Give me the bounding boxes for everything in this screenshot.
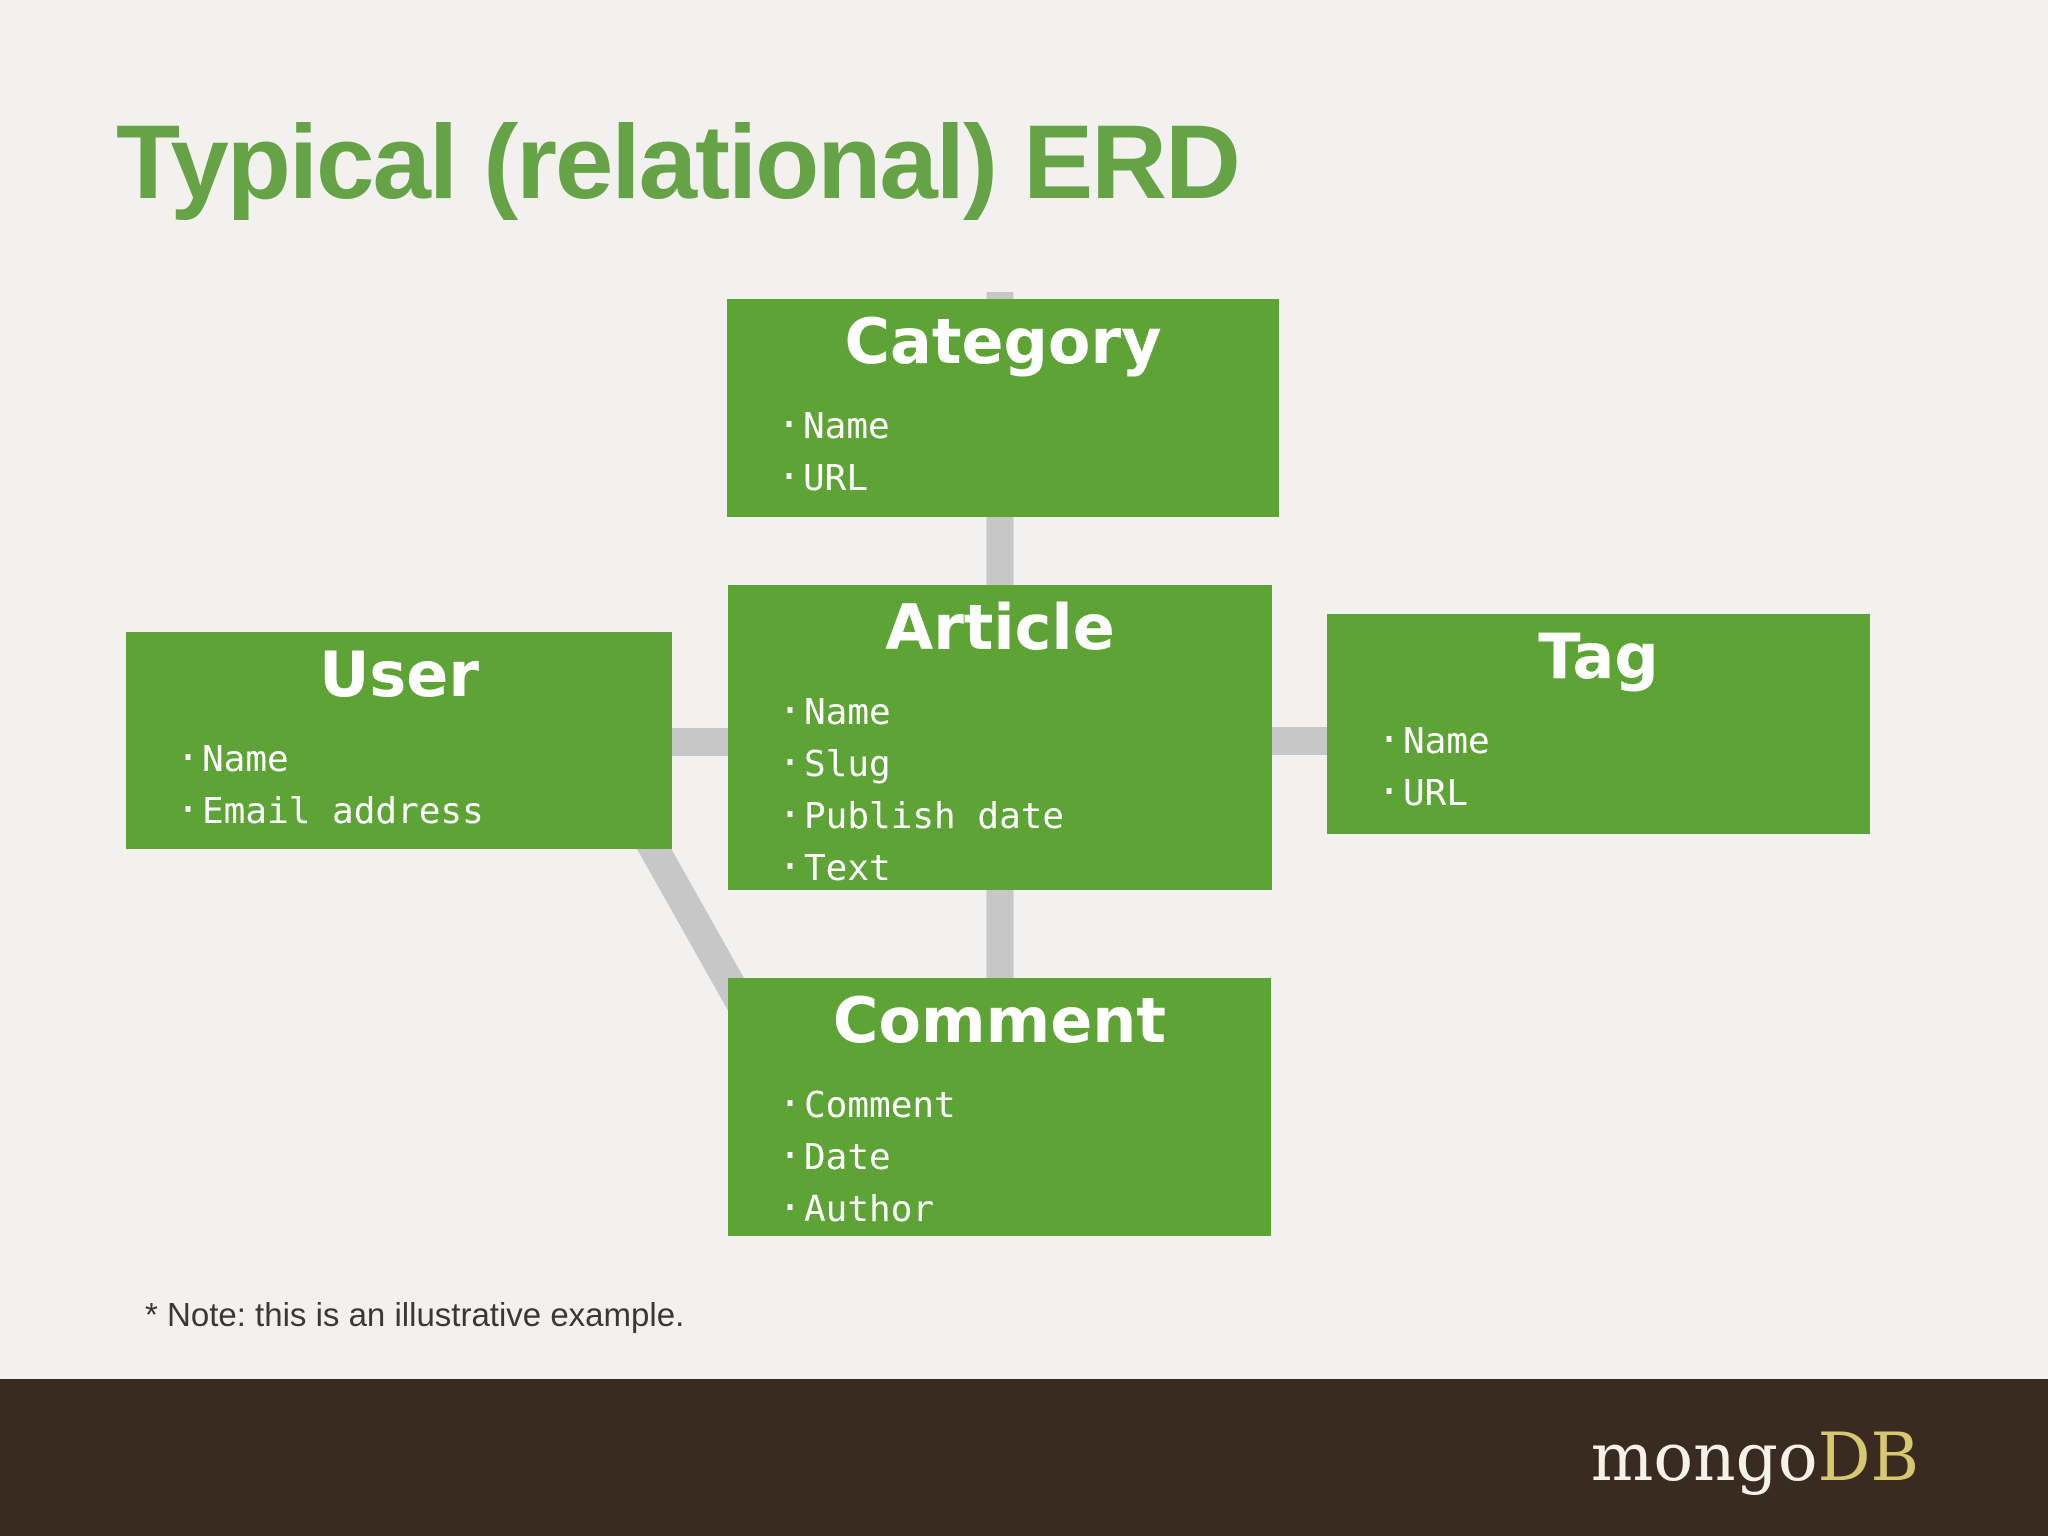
entity-field: Name <box>777 400 890 452</box>
entity-field: Publish date <box>778 790 1064 842</box>
entity-field-list: Name URL <box>727 400 890 504</box>
entity-field: Email address <box>176 785 484 837</box>
entity-field: URL <box>777 452 890 504</box>
entity-box-category: Category Name URL <box>727 299 1279 517</box>
entity-field: Name <box>1377 715 1490 767</box>
entity-title: User <box>319 638 479 711</box>
mongodb-logo: mongoDB <box>1591 1425 1919 1491</box>
footnote: * Note: this is an illustrative example. <box>145 1296 685 1333</box>
entity-title: Article <box>885 591 1115 664</box>
mongodb-logo-db: DB <box>1817 1419 1919 1496</box>
entity-field: Text <box>778 842 1064 894</box>
entity-field: Date <box>778 1131 956 1183</box>
entity-field: Slug <box>778 738 1064 790</box>
entity-field-list: Name URL <box>1327 715 1490 819</box>
entity-title: Tag <box>1538 620 1659 693</box>
connector-user-comment <box>634 830 756 1013</box>
entity-field: Author <box>778 1183 956 1235</box>
entity-box-user: User Name Email address <box>126 632 672 849</box>
entity-field-list: Name Slug Publish date Text <box>728 686 1064 894</box>
entity-box-comment: Comment Comment Date Author <box>728 978 1271 1236</box>
entity-title: Category <box>844 305 1162 378</box>
entity-field-list: Comment Date Author <box>728 1079 956 1235</box>
footer-bar: mongoDB <box>0 1379 2048 1536</box>
entity-field: Name <box>778 686 1064 738</box>
entity-field: URL <box>1377 767 1490 819</box>
entity-field: Comment <box>778 1079 956 1131</box>
mongodb-logo-mongo: mongo <box>1590 1419 1818 1496</box>
page-title: Typical (relational) ERD <box>116 104 1241 221</box>
entity-field-list: Name Email address <box>126 733 484 837</box>
entity-box-article: Article Name Slug Publish date Text <box>728 585 1272 890</box>
entity-field: Name <box>176 733 484 785</box>
entity-box-tag: Tag Name URL <box>1327 614 1870 834</box>
entity-title: Comment <box>832 984 1167 1057</box>
